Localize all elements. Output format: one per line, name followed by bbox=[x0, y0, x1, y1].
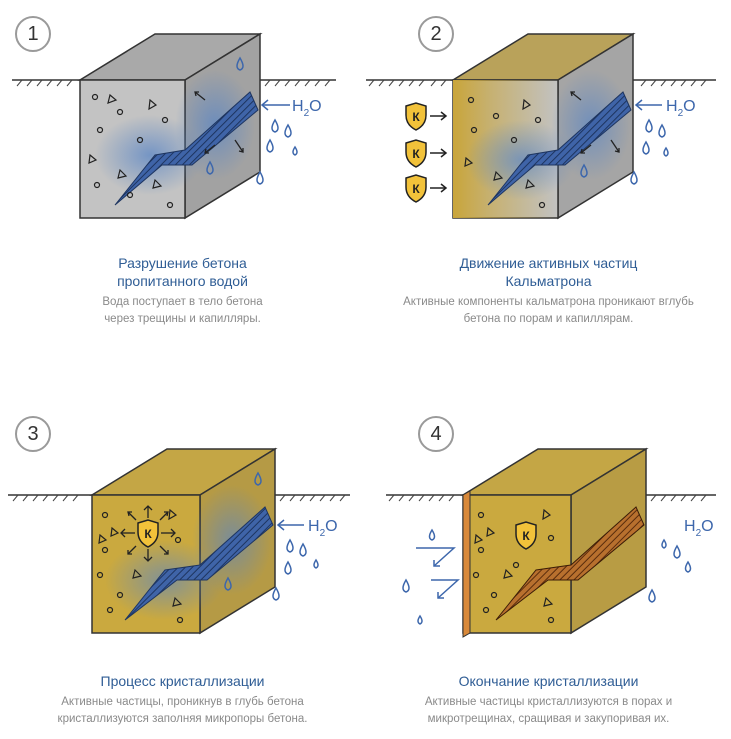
kalmatron-shield-center: К bbox=[515, 521, 537, 550]
step-panel-3: 3 К bbox=[0, 370, 365, 739]
svg-text:H2O: H2O bbox=[292, 98, 322, 119]
concrete-block-kalmatron-illustration: К К К H2O bbox=[366, 32, 716, 220]
step-description: Активные компоненты кальматрона проникаю… bbox=[403, 296, 694, 325]
water-drops bbox=[224, 471, 319, 601]
water-formula-2: 2 bbox=[320, 528, 326, 539]
water-drops bbox=[580, 118, 669, 185]
step-panel-2: 2 bbox=[366, 0, 731, 369]
step-panel-4: 4 К H2O bbox=[366, 370, 731, 739]
shield-letter: К bbox=[522, 529, 530, 543]
water-formula-h: H bbox=[292, 98, 304, 115]
step-number-badge: 3 bbox=[15, 416, 51, 452]
step-number-badge: 4 bbox=[418, 416, 454, 452]
svg-text:H2O: H2O bbox=[684, 518, 714, 539]
kalmatron-shields: К К К bbox=[405, 102, 448, 203]
step-number-badge: 1 bbox=[15, 16, 51, 52]
concrete-block-finished-illustration: К H2O bbox=[386, 447, 716, 638]
water-drops bbox=[402, 528, 692, 625]
svg-text:H2O: H2O bbox=[308, 518, 338, 539]
step-description: Активные частицы кристаллизуются в порах… bbox=[424, 696, 673, 725]
step-number-badge: 2 bbox=[418, 16, 454, 52]
water-formula-o: O bbox=[701, 518, 713, 535]
step-description: Вода поступает в тело бетона через трещи… bbox=[102, 296, 263, 325]
svg-text:H2O: H2O bbox=[666, 98, 696, 119]
shield-letter: К bbox=[412, 182, 420, 196]
water-formula-h: H bbox=[308, 518, 320, 535]
step-panel-1: 1 bbox=[0, 0, 365, 369]
concrete-block-crystallization-illustration: К H2O bbox=[8, 447, 350, 635]
shield-letter: К bbox=[412, 110, 420, 124]
water-formula-h: H bbox=[684, 518, 696, 535]
shield-letter: К bbox=[412, 147, 420, 161]
shield-letter: К bbox=[144, 527, 152, 541]
step-title: Процесс кристаллизации bbox=[100, 673, 265, 689]
water-formula-2: 2 bbox=[678, 108, 684, 119]
water-formula-o: O bbox=[683, 98, 695, 115]
step-description: Активные частицы, проникнув в глубь бето… bbox=[57, 696, 308, 725]
concrete-block-water-illustration: H2O bbox=[12, 32, 336, 220]
kalmatron-shield-center: К bbox=[120, 505, 176, 562]
water-formula-h: H bbox=[666, 98, 678, 115]
step-title: Окончание кристаллизации bbox=[458, 673, 639, 689]
step-title: Движение активных частиц Кальматрона bbox=[459, 255, 638, 289]
step-title: Разрушение бетона пропитанного водой bbox=[117, 255, 248, 289]
water-formula-o: O bbox=[325, 518, 337, 535]
water-formula-2: 2 bbox=[696, 528, 702, 539]
water-formula-2: 2 bbox=[304, 108, 310, 119]
water-formula-o: O bbox=[309, 98, 321, 115]
deflected-water-arrows bbox=[416, 547, 460, 599]
water-drops bbox=[206, 56, 298, 185]
